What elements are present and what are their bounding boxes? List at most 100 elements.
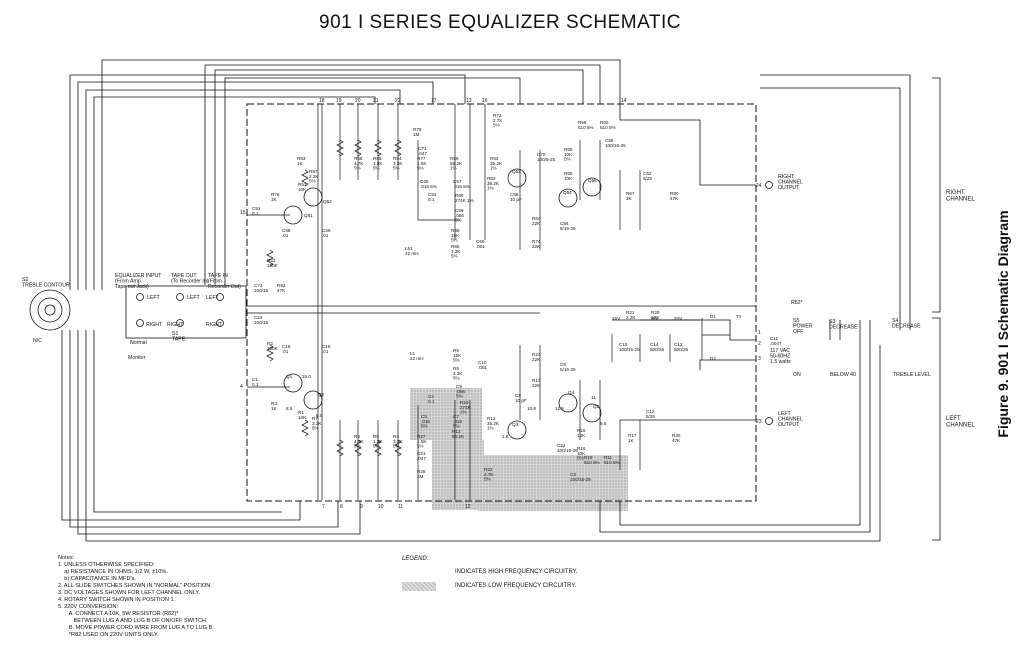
transistors xyxy=(283,168,602,440)
on-label: ON xyxy=(793,372,801,378)
voltage-1-8: 1.8 xyxy=(502,434,509,439)
jack-right-2: RIGHT xyxy=(167,322,184,328)
node-9: 9 xyxy=(360,504,363,510)
node-3: 3 xyxy=(758,356,761,362)
note-line: a) RESISTANCE IN OHMS, 1/2 W, ±10%. xyxy=(58,569,168,575)
label-c10: C10.001 xyxy=(478,360,487,370)
node-4: 4 xyxy=(240,384,243,390)
note-line: 3. DC VOLTAGES SHOWN FOR LEFT CHANNEL ON… xyxy=(58,590,200,596)
label-c18: C18.01 xyxy=(282,344,291,354)
note-line: b) CAPACITANCE IN MFD's. xyxy=(58,576,136,582)
label-18v: 18V xyxy=(650,316,659,321)
node-2: 2 xyxy=(758,341,761,347)
label-20v: 20V xyxy=(674,316,683,321)
label-q5: Q5 xyxy=(593,404,600,409)
label-c60: C60.001 xyxy=(476,239,485,249)
s1-monitor-label: Monitor xyxy=(128,355,146,361)
label-t1: T1 xyxy=(736,314,742,319)
lf-region-c xyxy=(478,455,628,511)
label-d1: D1 xyxy=(710,314,716,319)
channel-braces xyxy=(932,77,941,541)
voltage-8-5: 8.5 xyxy=(286,406,293,411)
legend-heading: LEGEND: xyxy=(402,556,429,562)
label-c68: C68.01 xyxy=(282,228,291,238)
outer-wiring xyxy=(61,59,911,542)
node-15: 15 xyxy=(240,210,246,216)
voltage-12-5: 12.5 xyxy=(555,406,564,411)
node-24: 24 xyxy=(756,183,762,189)
label-q3: Q3 xyxy=(512,422,519,427)
node-21: 21 xyxy=(373,98,379,104)
node-numbers: 18 19 20 21 22 17 13 16 14 24 15 4 1 2 3… xyxy=(240,98,762,510)
r82-label: R82* xyxy=(791,300,803,306)
chassis-boundary xyxy=(246,103,757,502)
node-7: 7 xyxy=(322,504,325,510)
node-10: 10 xyxy=(378,504,384,510)
label-c57: C57.015 5% xyxy=(453,179,470,189)
jack-left-2: LEFT xyxy=(187,295,201,301)
note-line: 5. 220V CONVERSION: xyxy=(58,604,118,610)
jack-symbols xyxy=(125,181,773,425)
note-line: 2. ALL SLIDE SWITCHES SHOWN IN "NORMAL" … xyxy=(58,583,212,589)
rotary-switch-s2 xyxy=(29,289,71,331)
q51-symbol xyxy=(283,205,303,225)
node-11: 11 xyxy=(398,504,403,510)
tape-out-label: TAPE OUT(To Recorder In) xyxy=(171,273,209,284)
q53-symbol xyxy=(507,168,527,188)
note-line: A. CONNECT A 10K, 5W RESISTOR (R82)* xyxy=(58,611,179,617)
eq-input-label: EQUALIZER INPUT(From Amp.Tape out Jack) xyxy=(115,273,162,290)
node-23: 23 xyxy=(756,419,762,425)
q4-symbol xyxy=(558,393,578,413)
node-22: 22 xyxy=(395,98,401,104)
note-line: Notes: xyxy=(58,555,75,561)
legend-high-text: INDICATES HIGH FREQUENCY CIRCUITRY. xyxy=(455,569,578,575)
q3-symbol xyxy=(507,420,527,440)
